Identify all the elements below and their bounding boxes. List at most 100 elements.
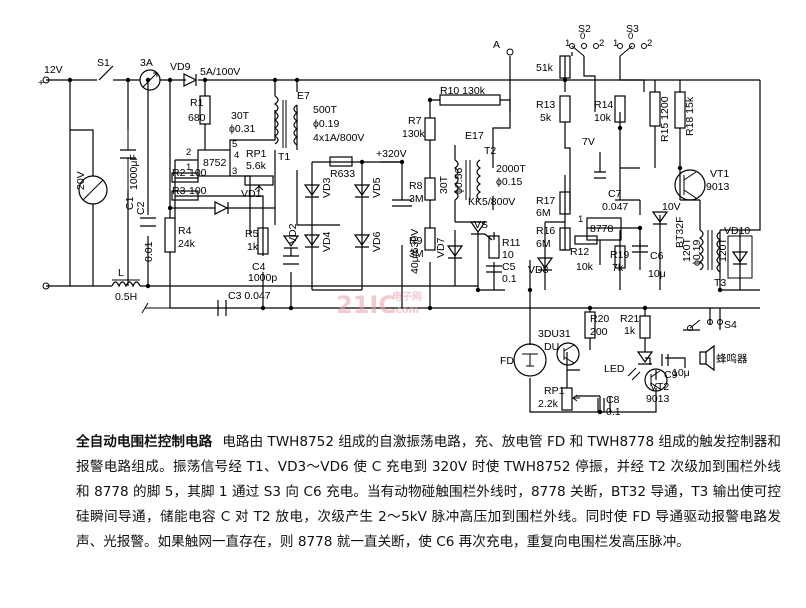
- label-r19: R19: [610, 249, 629, 261]
- c4-capacitor: [283, 255, 299, 265]
- buzzer-icon: [699, 344, 715, 372]
- r11-resistor: [488, 235, 500, 259]
- label-r7: R7: [408, 115, 422, 127]
- r14-resistor: [614, 95, 626, 123]
- label-120t-b: 120T: [717, 237, 729, 262]
- label-r5v: 1k: [247, 241, 259, 253]
- r15-resistor: [649, 91, 661, 127]
- label-r4v: 24k: [178, 238, 196, 250]
- label-c4v: 1000p: [248, 272, 277, 284]
- label-c9v: 10μ: [672, 367, 690, 379]
- label-du: DU: [544, 341, 559, 353]
- r16-resistor: [559, 227, 571, 251]
- label-vd4: VD4: [321, 231, 333, 252]
- label-r3v: 100: [189, 185, 207, 197]
- label-plus: +: [38, 77, 44, 89]
- label-r21: R21: [620, 313, 639, 325]
- label-vd1: VD1: [241, 188, 262, 200]
- label-s4: S4: [724, 319, 737, 331]
- label-t30: 30T: [231, 110, 250, 122]
- label-s3-pos0: 0: [628, 31, 633, 42]
- label-c3: C3 0.047: [228, 290, 271, 302]
- du31-phototransistor: [556, 342, 580, 366]
- vd7-diode: [446, 245, 464, 259]
- vd10-diode: [731, 251, 749, 265]
- r13-resistor: [559, 95, 571, 123]
- label-r11v: 10: [502, 249, 514, 261]
- label-r11: R11: [502, 237, 521, 249]
- label-pin4: 4: [234, 150, 239, 161]
- r9-resistor: [424, 227, 436, 251]
- r17-resistor: [559, 191, 571, 215]
- caption: 全自动电围栏控制电路电路由 TWH8752 组成的自激振荡电路，充、放电管 FD…: [76, 430, 781, 555]
- label-vd8: VD8: [528, 264, 549, 276]
- r1-resistor: [199, 95, 211, 125]
- label-c6: C6: [650, 250, 664, 262]
- label-r15: R15 1200: [659, 96, 671, 142]
- label-rp1b: RP1: [544, 385, 565, 397]
- vd6-diode: [353, 234, 371, 248]
- label-r12v: 10k: [576, 261, 594, 273]
- vd2-diode: [282, 235, 300, 249]
- label-10v: 10V: [662, 201, 681, 213]
- label-vd7: VD7: [435, 237, 447, 258]
- label-s2: S2: [578, 23, 591, 35]
- label-3du31: 3DU31: [538, 328, 571, 340]
- s2-switch: [571, 45, 585, 57]
- label-r18: R18 15k: [684, 96, 696, 136]
- label-a: A: [493, 39, 500, 51]
- label-r1v: 680: [188, 112, 206, 124]
- label-vd5: VD5: [371, 177, 383, 198]
- label-c1: C1: [124, 196, 136, 210]
- r20-resistor: [584, 311, 596, 339]
- label-12v: 12V: [44, 64, 63, 76]
- label-rp1bv: 2.2k: [538, 398, 559, 410]
- label-c2v: 0.01: [143, 241, 155, 262]
- label-fuse-rating: 5A/100V: [200, 66, 240, 78]
- c5-capacitor: [486, 265, 502, 273]
- t2-transformer: [453, 159, 459, 201]
- label-lv: 0.5H: [115, 291, 137, 303]
- label-s3-pos2: 2: [647, 38, 652, 49]
- label-pin1b: 1: [578, 214, 583, 225]
- label-ic1: 8752: [203, 157, 227, 169]
- s3-switch: [619, 45, 633, 57]
- label-vs: VS: [474, 219, 488, 231]
- r2-resistor: [171, 172, 199, 183]
- label-pin5: 5: [232, 139, 237, 150]
- vt1-transistor: [674, 169, 706, 201]
- label-l: L: [118, 267, 124, 279]
- fuse-meter: [139, 69, 161, 91]
- label-r4: R4: [178, 225, 192, 237]
- label-r3: R3: [172, 185, 186, 197]
- label-pin2: 2: [186, 147, 191, 158]
- label-r13: R13: [536, 99, 555, 111]
- r21-resistor: [639, 315, 651, 339]
- label-vt1: VT1: [710, 168, 729, 180]
- label-r21v: 1k: [624, 325, 636, 337]
- label-vt1v: 9013: [706, 181, 730, 193]
- vd8-diode: [536, 257, 554, 271]
- label-500t: 500T: [313, 104, 338, 116]
- label-r14v: 10k: [594, 112, 612, 124]
- components: [70, 45, 753, 412]
- caption-title: 全自动电围栏控制电路: [76, 434, 213, 450]
- label-t3: T3: [714, 277, 726, 289]
- label-rp1v: 5.6k: [246, 160, 267, 172]
- label-r633: R633: [330, 168, 355, 180]
- label-c40: 40μ/630V: [409, 229, 421, 274]
- c3-capacitor: [217, 300, 227, 316]
- vd1-diode: [214, 201, 229, 215]
- label-r17v: 6M: [536, 207, 551, 219]
- label-phi019: ϕ0.19: [313, 118, 339, 130]
- bt32f-diac: [651, 211, 669, 225]
- label-r20v: 200: [590, 326, 608, 338]
- label-r14: R14: [594, 99, 613, 111]
- label-s2-pos2: 2: [599, 38, 604, 49]
- r633-resistor: [329, 156, 353, 167]
- label-fuse: 3A: [140, 57, 153, 69]
- watermark-bottom: .com: [392, 305, 419, 316]
- label-vd6: VD6: [371, 231, 383, 252]
- c-storage-capacitor: [392, 199, 412, 207]
- r51k-resistor: [559, 55, 571, 79]
